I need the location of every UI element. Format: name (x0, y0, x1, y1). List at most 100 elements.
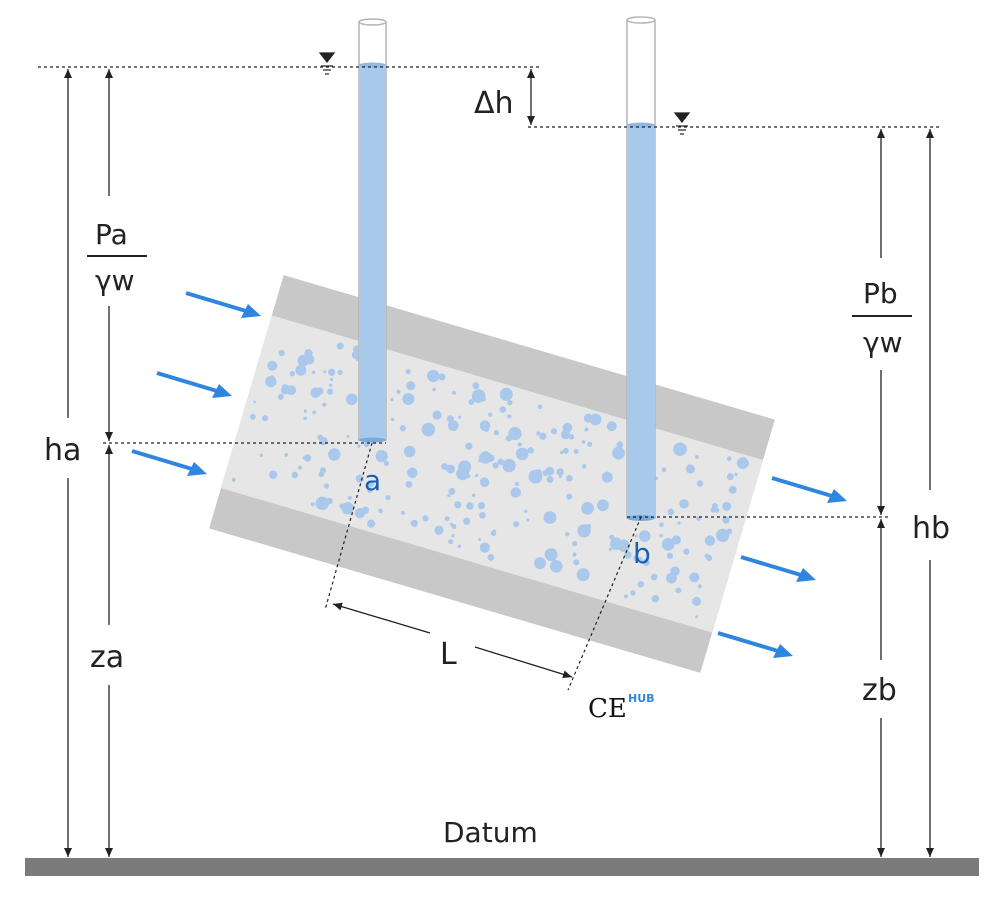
soil-particle (360, 512, 364, 517)
soil-particle (383, 460, 390, 466)
soil-particle (487, 554, 495, 561)
soil-particle (311, 370, 316, 374)
soil-particle (661, 467, 667, 473)
soil-particle (346, 434, 350, 438)
soil-particle (289, 370, 296, 377)
soil-particle (505, 435, 512, 442)
water-surface-symbol-a (318, 52, 336, 75)
soil-particle (250, 413, 256, 420)
soil-particle (328, 448, 341, 461)
soil-particle (399, 425, 406, 432)
soil-particle (297, 354, 310, 367)
soil-particle (514, 481, 520, 487)
soil-particle (601, 502, 609, 510)
soil-particle (638, 530, 651, 542)
soil-particle (492, 462, 499, 469)
soil-particle (361, 506, 369, 515)
soil-particle (634, 534, 638, 538)
soil-particle (466, 502, 474, 510)
length-dimension (332, 602, 431, 634)
soil-particle (581, 440, 586, 444)
soil-particle (550, 428, 558, 435)
soil-particle (446, 464, 455, 474)
soil-particle (573, 559, 580, 566)
soil-particle (573, 448, 579, 454)
soil-particle (559, 450, 564, 455)
soil-particle (475, 473, 479, 478)
section-line-b (567, 516, 642, 691)
soil-particle (268, 470, 278, 479)
soil-particle (666, 552, 674, 559)
soil-particle (624, 594, 628, 599)
soil-particle (303, 416, 308, 421)
flow-arrows-out (717, 476, 847, 658)
flow-arrow-out-2 (740, 555, 816, 582)
soil-particle (378, 508, 383, 514)
soil-particle (396, 389, 401, 394)
soil-particle (465, 442, 473, 450)
soil-particle (367, 519, 376, 528)
soil-particle (451, 390, 456, 395)
soil-particle (454, 501, 462, 509)
soil-particle (259, 453, 264, 457)
soil-particle (357, 444, 361, 448)
soil-particle (543, 511, 557, 524)
soil-particle (545, 466, 555, 476)
soil-particle (385, 494, 391, 501)
soil-particle (497, 458, 504, 465)
soil-particle (556, 468, 564, 476)
soil-particle (284, 452, 289, 457)
soil-particle (726, 456, 732, 461)
soil-particle (565, 531, 570, 537)
piezometer-tube-a (358, 18, 387, 443)
soil-particle (642, 558, 650, 566)
soil-particle (608, 547, 613, 552)
soil-particle (526, 518, 530, 522)
soil-particle (403, 445, 416, 458)
piezometer-tube-b (626, 16, 656, 521)
soil-particle (695, 615, 699, 619)
soil-particle (278, 349, 285, 357)
soil-particle (231, 477, 236, 482)
soil-particle (262, 415, 269, 422)
soil-particle (617, 539, 631, 552)
soil-particle (722, 516, 730, 524)
soil-particle (584, 427, 589, 432)
flow-arrows-in (131, 291, 261, 476)
soil-particle (406, 467, 418, 479)
soil-particle (488, 412, 493, 417)
water-column-a (359, 65, 386, 440)
soil-particle (479, 542, 490, 553)
soil-particle (446, 415, 454, 423)
reference-lines (38, 66, 940, 691)
soil-particle (295, 364, 307, 376)
soil-particle (568, 434, 575, 440)
soil-particle (566, 493, 573, 500)
soil-particle (685, 464, 695, 474)
soil-particle (479, 420, 491, 432)
soil-particle (679, 499, 689, 509)
soil-particle (303, 454, 312, 462)
soil-particle (347, 495, 352, 500)
soil-particle (736, 457, 749, 470)
soil-particle (328, 383, 333, 387)
pb-label: Pb (863, 277, 898, 310)
soil-particle (616, 441, 624, 449)
soil-particle (722, 501, 732, 511)
soil-particle (726, 473, 734, 481)
soil-particle (591, 416, 596, 422)
soil-particle (472, 382, 480, 390)
soil-particle (427, 369, 440, 383)
pa-over-gamma-label: Pa γw (87, 218, 147, 297)
soil-particle (479, 477, 490, 487)
soil-particle (345, 393, 358, 406)
soil-particle (479, 512, 486, 519)
soil-particle (312, 410, 317, 415)
soil-particle (405, 480, 413, 488)
soil-particle (499, 406, 507, 413)
soil-particle (510, 487, 521, 498)
flow-arrow-out-3 (717, 631, 793, 658)
soil-particle (507, 400, 513, 406)
soil-particle (609, 534, 615, 540)
soil-particle (456, 467, 470, 481)
